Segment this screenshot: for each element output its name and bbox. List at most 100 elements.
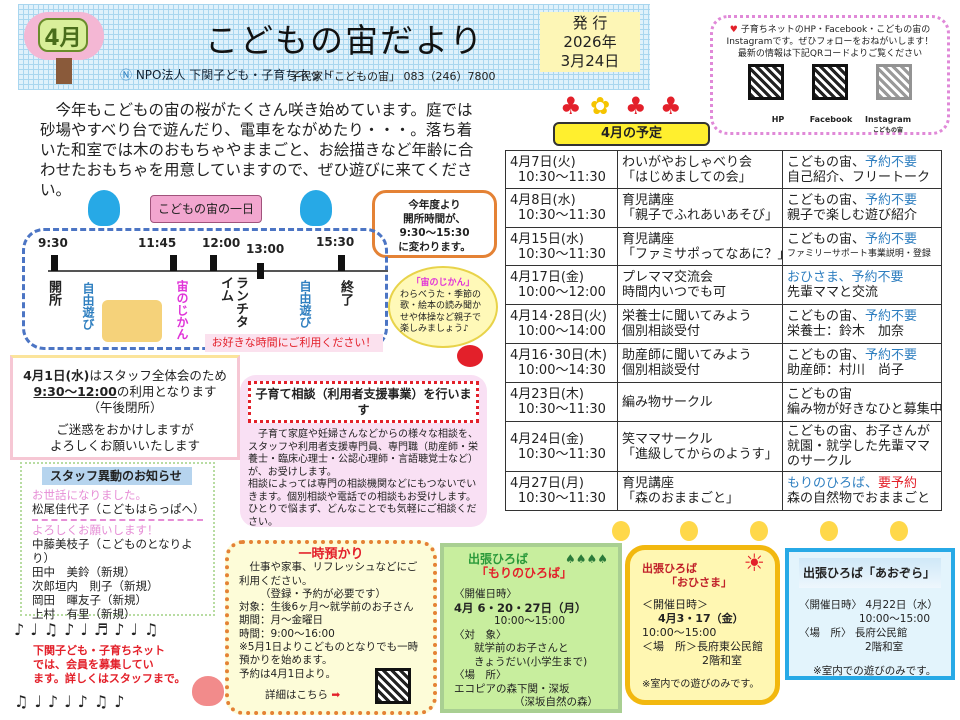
staff-change-box: スタッフ異動のお知らせ お世話になりました。 松尾佳代子（こどもはらっぱへ） よ… xyxy=(20,462,215,621)
chick-icon xyxy=(612,521,630,541)
mori-line: 〈場 所〉 xyxy=(454,669,507,681)
music-notes-icon: ♫♩♪♩♪♫♪ xyxy=(14,692,131,711)
ohisama-line: 4月3・17（金） xyxy=(658,612,744,625)
schedule-date-cell: 4月27日(月)10:30～11:30 xyxy=(505,471,618,511)
qr-code-temp-care[interactable] xyxy=(375,668,411,704)
staff-name: 中藤美枝子（こどものとなりより） xyxy=(32,537,193,565)
reservation-status: 予約不要 xyxy=(865,309,918,324)
temp-care-line: 期間：月～金曜日 xyxy=(239,614,323,627)
schedule-event-sub: 「森のおままごと」 xyxy=(622,491,740,506)
qr-code-facebook[interactable] xyxy=(812,64,848,100)
schedule-place-cell: もりのひろば、要予約森の自然物でおままごと xyxy=(782,471,942,511)
schedule-place: こどもの宙、 xyxy=(787,231,866,247)
qr-label-instagram: Instagram xyxy=(864,115,912,124)
schedule-event: 助産師に聞いてみよう xyxy=(622,348,752,363)
timeline-line xyxy=(48,270,388,272)
schedule-event-cell: わいがやおしゃべり会「はじめましての会」 xyxy=(617,150,783,189)
staff-name: 次郎垣内 則子（新規） xyxy=(32,579,159,593)
temp-care-line: 対象：生後6ヶ月～就学前のお子さん xyxy=(239,601,414,614)
label-free-play: 自由遊び xyxy=(298,280,312,328)
qr-label-hp: HP xyxy=(771,115,785,124)
staff-name: 田中 美鈴（新規） xyxy=(32,565,136,579)
qr-code-instagram[interactable] xyxy=(876,64,912,100)
schedule-event-sub: 「はじめましての会」 xyxy=(622,169,752,185)
schedule-time: 10:00～12:00 xyxy=(518,285,606,300)
schedule-date: 4月15日(水) xyxy=(510,231,584,247)
qr-line1: 子育ちネットのHP・Facebook・こどもの宙のInstagramです。ぜひフ… xyxy=(726,25,934,47)
details-link[interactable]: 詳細はこちら xyxy=(265,688,328,701)
mori-title: 出張ひろば xyxy=(468,552,529,566)
consult-text: 子育て家庭や妊婦さんなどからの様々な相談を、スタッフや利用者支援専門員、専門職（… xyxy=(248,429,478,478)
schedule-place-cell: こどもの宙、予約不要助産師：村川 尚子 xyxy=(782,343,942,383)
notice-date: 4月1日(水) xyxy=(23,368,90,383)
schedule-place-cell: おひさま、予約不要先輩ママと交流 xyxy=(782,265,942,305)
schedule-place: こどもの宙、お子さんが就園・就学した先輩ママのサークル xyxy=(787,424,931,469)
org-text: NPO法人 下関子ども・子育ちネット xyxy=(135,68,334,82)
staff-title: スタッフ異動のお知らせ xyxy=(42,467,192,485)
chick-icon xyxy=(890,521,908,541)
bird-icon xyxy=(192,676,224,706)
schedule-event-cell: プレママ交流会時間内いつでも可 xyxy=(617,265,783,305)
schedule-place: こどもの宙、 xyxy=(787,193,866,208)
closure-notice: 4月1日(水)はスタッフ全体会のため 9:30～12:00の利用となります （午… xyxy=(10,355,240,460)
ohisama-title: 出張ひろば xyxy=(642,562,697,575)
schedule-date: 4月8日(水) xyxy=(510,193,576,208)
schedule-event: プレママ交流会 xyxy=(622,270,714,285)
issue-date: 3月24日 xyxy=(560,52,620,70)
intro-text: 今年もこどもの宙の桜がたくさん咲き始めています。庭では砂場やすべり台で遊んだり、… xyxy=(40,101,474,199)
aozora-line: 10:00～15:00 xyxy=(859,613,931,625)
phone: 子民家「こどもの宙」 083（246）7800 xyxy=(290,70,496,83)
schedule-place-cell: こどもの宙、予約不要ファミリーサポート事業説明・登録 xyxy=(782,227,942,266)
bubble-line: 9:30～15:30 xyxy=(399,227,470,239)
schedule-event-sub: 時間内いつでも可 xyxy=(622,285,727,300)
bubble-line: に変わります。 xyxy=(398,241,471,253)
reservation-status: 予約不要 xyxy=(865,193,918,208)
schedule-event-sub: 「ファミサポってなあに？」 xyxy=(622,246,783,262)
schedule-date: 4月7日(火) xyxy=(510,154,576,170)
schedule-date-cell: 4月17日(金)10:00～12:00 xyxy=(505,265,618,305)
consultation-box: 子育て相談（利用者支援事業）を行います 子育て家庭や妊婦さんなどからの様々な相談… xyxy=(240,375,487,528)
schedule-title: 4月の予定 xyxy=(553,122,710,146)
farewell-label: お世話になりました。 xyxy=(32,488,147,502)
flower-icon: ✿ xyxy=(590,92,611,120)
day-title-ribbon: こどもの宙の一日 xyxy=(150,195,262,223)
mori-line: 4月 6・20・27日（月） xyxy=(454,600,587,615)
bubble-line: 開所時間が、 xyxy=(403,213,466,225)
label-lunch: ランチタイム xyxy=(218,276,248,328)
notice-hours: 9:30～12:00 xyxy=(33,384,117,399)
schedule-event-cell: 編み物サークル xyxy=(617,382,783,422)
schedule-event-cell: 栄養士に聞いてみよう個別相談受付 xyxy=(617,304,783,344)
ladybug-icon xyxy=(457,345,483,367)
schedule-note: 親子で楽しむ遊び紹介 xyxy=(787,208,918,223)
mori-hiroba-box: 出張ひろば 「もりのひろば」 ♠♠♠♠ 〈開催日時〉 4月 6・20・27日（月… xyxy=(440,543,622,713)
schedule-time: 10:30～11:30 xyxy=(518,446,606,462)
recruit-line: 下関子ども・子育ちネット xyxy=(33,644,165,657)
bubble-line: 今年度より xyxy=(408,199,461,211)
schedule-note: 自己紹介、フリートーク xyxy=(787,169,931,185)
time-label: 12:00 xyxy=(202,236,241,250)
qr-code-hp[interactable] xyxy=(748,64,784,100)
issue-year: 2026年 xyxy=(563,33,617,51)
schedule-place: おひさま、 xyxy=(787,270,852,285)
ohisama-box: ☀ 出張ひろば 「おひさま」 ＜開催日時＞ 4月3・17（金） 10:00～15… xyxy=(625,545,780,705)
schedule-event: 栄養士に聞いてみよう xyxy=(622,309,752,324)
org-name: Ⓝ NPO法人 下関子ども・子育ちネット xyxy=(120,66,333,83)
ohisama-line: ＜場 所＞長府東公民館 xyxy=(642,640,763,653)
mori-title: 「もりのひろば」 xyxy=(476,565,573,580)
temp-care-line: ※5月1日よりこどものとなりでも一時預かりを始めます。 xyxy=(239,641,419,667)
trees-icon: ♠♠♠♠ xyxy=(564,552,608,566)
schedule-event-sub: 個別相談受付 xyxy=(622,363,701,378)
staff-name: 松尾佳代子（こどもはらっぱへ） xyxy=(32,502,205,516)
schedule-event: 編み物サークル xyxy=(622,394,713,410)
ohisama-line: 2階和室 xyxy=(702,654,742,667)
schedule-note: 助産師：村川 尚子 xyxy=(787,363,905,378)
aozora-line: ※室内での遊びのみです。 xyxy=(813,665,937,677)
reservation-status: 要予約 xyxy=(878,476,918,491)
reservation-status: 予約不要 xyxy=(865,231,918,247)
schedule-event: 育児講座 xyxy=(622,231,675,247)
